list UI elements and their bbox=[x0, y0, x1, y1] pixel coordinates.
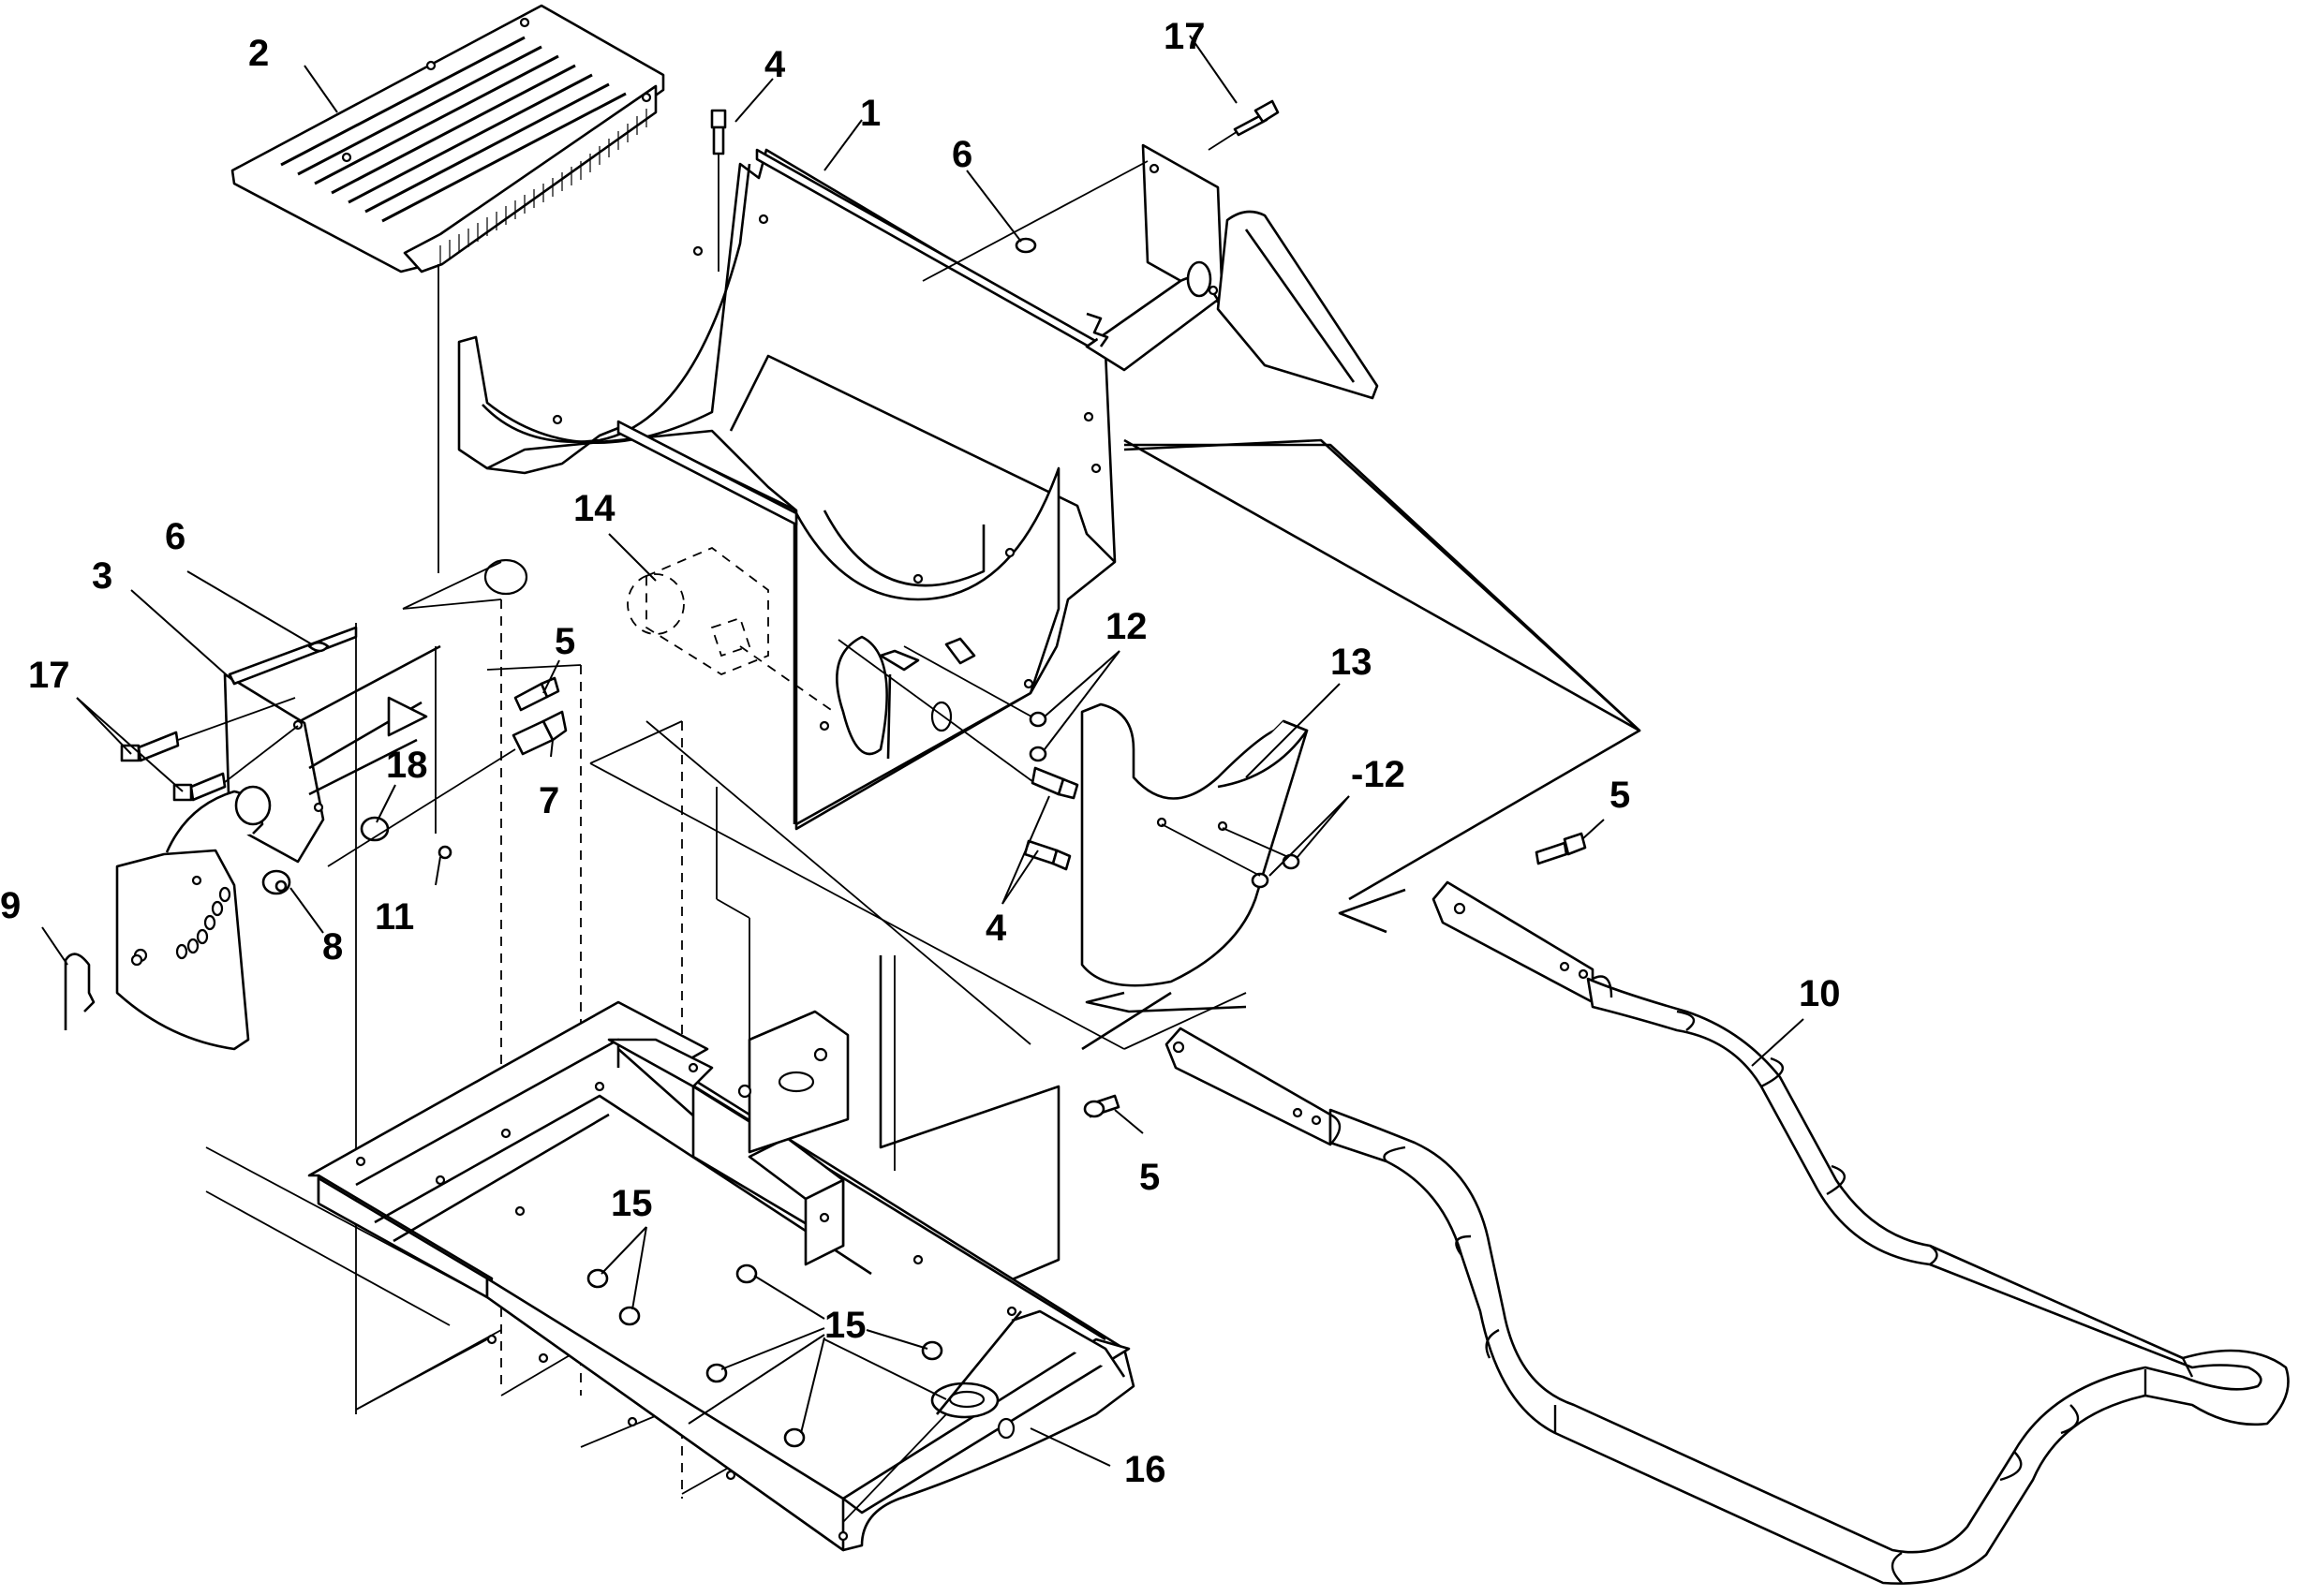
bolt-top-right bbox=[1233, 99, 1280, 137]
callout-leaders bbox=[41, 35, 1804, 1467]
callout-15b: 15 bbox=[824, 1305, 867, 1346]
bolt-5-right bbox=[1535, 832, 1587, 865]
callout-4a: 4 bbox=[764, 44, 786, 85]
callout-labels: 1 2 3 4 4 5 5 5 6 6 7 8 9 10 11 12 -12 1… bbox=[0, 16, 1841, 1490]
bolt-top-vertical bbox=[710, 109, 727, 272]
callout-15a: 15 bbox=[611, 1183, 653, 1224]
nut-group-12 bbox=[1029, 711, 1300, 889]
base-frame-part bbox=[205, 1000, 1135, 1552]
callout-5c: 5 bbox=[1139, 1157, 1160, 1198]
callout-17b: 17 bbox=[28, 655, 70, 696]
callout-9: 9 bbox=[0, 885, 21, 926]
handle-bar-part bbox=[1164, 880, 2290, 1585]
rear-mount-plate-part bbox=[1085, 143, 1379, 400]
callout-1: 1 bbox=[860, 93, 881, 134]
callout-6a: 6 bbox=[952, 134, 972, 175]
bolts-lower-4 bbox=[1023, 766, 1079, 871]
step-grate-part bbox=[230, 4, 665, 273]
side-guard-part bbox=[1080, 702, 1309, 987]
callout-12b: -12 bbox=[1351, 754, 1405, 795]
callout-8: 8 bbox=[322, 926, 343, 968]
shaft-leader-line-top bbox=[922, 160, 1149, 282]
left-fasteners bbox=[120, 623, 568, 1414]
callout-3: 3 bbox=[92, 555, 112, 597]
callout-12a: 12 bbox=[1105, 606, 1148, 647]
callout-11: 11 bbox=[375, 896, 414, 938]
bolt-5-lower bbox=[1083, 1094, 1120, 1118]
callout-6b: 6 bbox=[165, 516, 185, 557]
pins-shafts bbox=[838, 637, 1041, 788]
callout-14: 14 bbox=[573, 488, 616, 529]
callout-2: 2 bbox=[248, 33, 269, 74]
callout-7: 7 bbox=[539, 780, 559, 821]
callout-13: 13 bbox=[1330, 642, 1372, 683]
callout-4b: 4 bbox=[986, 908, 1007, 949]
internal-cylinder-part bbox=[627, 546, 835, 713]
nut-group-15 bbox=[586, 1264, 943, 1448]
hinge-quadrant-plate bbox=[115, 785, 272, 1051]
washer-top bbox=[1015, 237, 1037, 254]
callout-17a: 17 bbox=[1164, 16, 1206, 57]
callout-10: 10 bbox=[1799, 973, 1841, 1014]
hairpin-clip bbox=[64, 953, 96, 1030]
callout-5b: 5 bbox=[1609, 775, 1630, 816]
callout-18: 18 bbox=[386, 745, 428, 786]
callout-5a: 5 bbox=[555, 621, 575, 662]
callout-16: 16 bbox=[1124, 1449, 1166, 1490]
